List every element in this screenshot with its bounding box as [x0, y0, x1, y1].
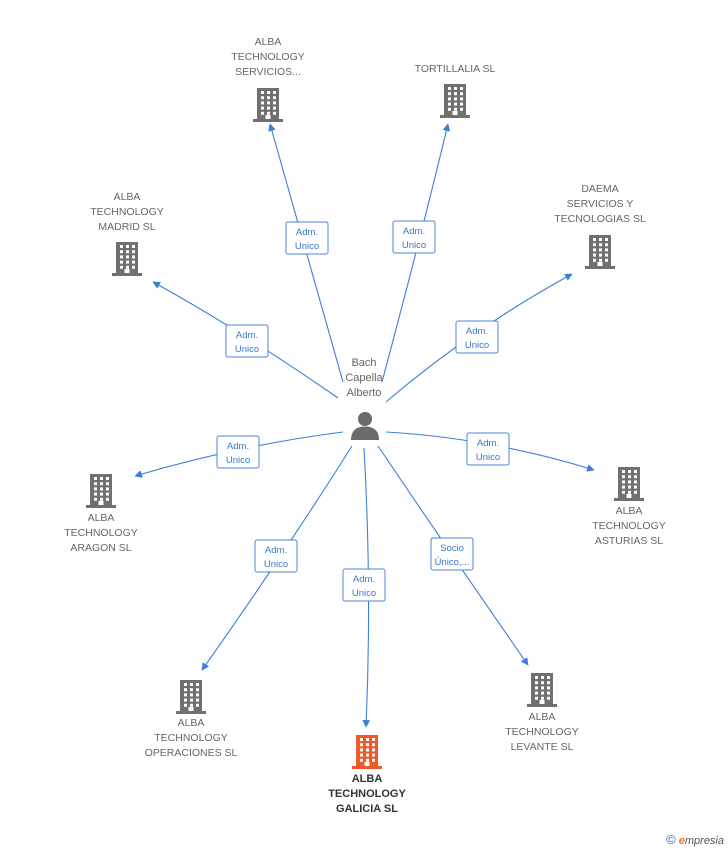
copyright-symbol: © [666, 832, 676, 847]
company-name-text: LEVANTE SL [511, 741, 574, 753]
relation-label[interactable]: Adm. Unico [455, 320, 499, 354]
company-name-text: SERVICIOS Y [567, 198, 634, 210]
person-icon [351, 412, 379, 440]
relation-text: Unico [465, 340, 489, 351]
relation-text: Unico [295, 241, 319, 252]
company-node-alba-technology-aragon-sl[interactable]: ALBA TECHNOLOGY ARAGON SL [64, 474, 138, 554]
company-name-text: ALBA [529, 711, 556, 723]
company-name-text: ALBA [88, 512, 115, 524]
company-name-text: ALBA [114, 191, 141, 203]
relation-label[interactable]: Adm. Unico [216, 435, 260, 469]
relation-box [285, 221, 329, 255]
relation-text: Adm. [466, 326, 488, 337]
building-icon[interactable] [112, 242, 142, 276]
company-name-text: TECHNOLOGY [154, 732, 228, 744]
building-icon[interactable] [253, 88, 283, 122]
company-node-alba-technology-levante-sl[interactable]: ALBA TECHNOLOGY LEVANTE SL [505, 673, 579, 753]
brand-initial: e [678, 835, 685, 847]
relation-text: Adm. [265, 545, 287, 556]
relation-text: Unico [402, 240, 426, 251]
relation-label[interactable]: Adm. Unico [225, 324, 269, 358]
building-icon[interactable] [614, 467, 644, 501]
relation-text: Adm. [477, 438, 499, 449]
company-name-text: ASTURIAS SL [595, 535, 663, 547]
company-name-text: ALBA [178, 717, 205, 729]
company-node-alba-technology-galicia-sl[interactable]: ALBA TECHNOLOGY GALICIA SL [328, 735, 406, 815]
empresia-watermark: © empresia [666, 832, 724, 847]
building-icon[interactable] [585, 235, 615, 269]
relation-text: Adm. [296, 227, 318, 238]
relation-box [342, 568, 386, 602]
company-name-text: TECHNOLOGY [90, 206, 164, 218]
relation-label[interactable]: SocioÚnico,... [430, 537, 474, 571]
company-name-text: ARAGON SL [70, 542, 131, 554]
relation-box [392, 220, 436, 254]
brand-name: mpresia [684, 835, 724, 847]
relation-box [430, 537, 474, 571]
company-name-text: ALBA [352, 773, 383, 785]
relation-box [455, 320, 499, 354]
company-name-text: TECHNOLOGY [64, 527, 138, 539]
company-name-text: TECHNOLOGY [328, 788, 406, 800]
company-name-text: TECNOLOGIAS SL [554, 213, 646, 225]
relation-text: Único,... [435, 557, 470, 568]
company-name-text: DAEMA [581, 183, 618, 195]
company-node-alba-technology-servicios[interactable]: ALBA TECHNOLOGY SERVICIOS... [231, 36, 305, 122]
company-name-text: TORTILLALIA SL [415, 63, 496, 75]
relation-box [466, 432, 510, 466]
relation-label[interactable]: Adm. Unico [342, 568, 386, 602]
building-icon[interactable] [352, 735, 382, 769]
company-name-text: ALBA [616, 505, 643, 517]
company-node-alba-technology-madrid-sl[interactable]: ALBA TECHNOLOGY MADRID SL [90, 191, 164, 276]
person-name-text: Capella [345, 372, 383, 384]
relation-text: Unico [226, 455, 250, 466]
relation-box [254, 539, 298, 573]
person-name-text: Alberto [347, 387, 382, 399]
company-node-alba-technology-operaciones-sl[interactable]: ALBA TECHNOLOGY OPERACIONES SL [145, 680, 238, 759]
relation-text: Unico [476, 452, 500, 463]
relation-text: Adm. [227, 441, 249, 452]
relation-label[interactable]: Adm. Unico [285, 221, 329, 255]
company-name-text: GALICIA SL [336, 803, 398, 815]
relation-label[interactable]: Adm. Unico [254, 539, 298, 573]
relation-text: Socio [440, 543, 464, 554]
building-icon[interactable] [440, 84, 470, 118]
relation-text: Adm. [236, 330, 258, 341]
building-icon[interactable] [86, 474, 116, 508]
relation-label[interactable]: Adm. Unico [466, 432, 510, 466]
building-icon[interactable] [176, 680, 206, 714]
relation-text: Unico [264, 559, 288, 570]
company-name-text: TECHNOLOGY [592, 520, 666, 532]
relation-text: Adm. [403, 226, 425, 237]
relation-text: Unico [352, 588, 376, 599]
building-icon[interactable] [527, 673, 557, 707]
company-name-text: OPERACIONES SL [145, 747, 238, 759]
company-node-alba-technology-asturias-sl[interactable]: ALBA TECHNOLOGY ASTURIAS SL [592, 467, 666, 547]
relation-box [216, 435, 260, 469]
company-node-tortillalia-sl[interactable]: TORTILLALIA SL [415, 63, 496, 118]
person-name-text: Bach [351, 357, 376, 369]
relation-box [225, 324, 269, 358]
company-name-text: TECHNOLOGY [231, 51, 305, 63]
company-name-text: ALBA [255, 36, 282, 48]
relation-text: Unico [235, 344, 259, 355]
relation-label[interactable]: Adm. Unico [392, 220, 436, 254]
company-name-text: MADRID SL [98, 221, 155, 233]
relation-text: Adm. [353, 574, 375, 585]
company-name-text: SERVICIOS... [235, 66, 301, 78]
company-node-daema-servicios-y-tecnologias-sl[interactable]: DAEMA SERVICIOS Y TECNOLOGIAS SL [554, 183, 646, 269]
company-name-text: TECHNOLOGY [505, 726, 579, 738]
